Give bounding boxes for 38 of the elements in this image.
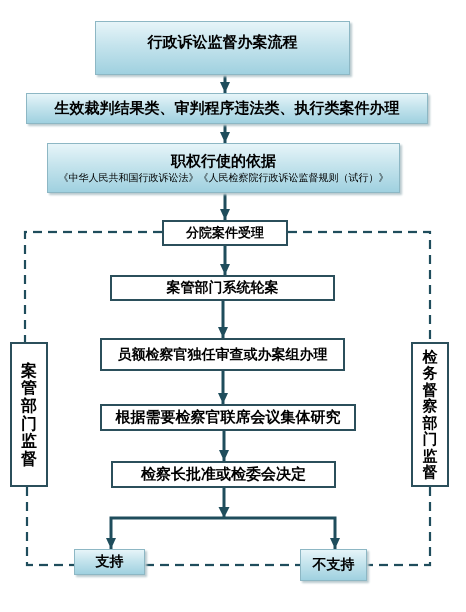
process-box [100, 404, 356, 431]
box-heading: 职权行使的依据 [171, 152, 276, 170]
supervision-box [411, 342, 449, 487]
dashed-connector [24, 230, 162, 342]
dashed-connector [367, 487, 432, 566]
process-box [110, 275, 335, 301]
result-box [300, 549, 367, 581]
process-box [47, 143, 400, 193]
supervision-box [10, 342, 48, 487]
arrow [220, 246, 230, 275]
arrow [220, 75, 230, 93]
step-label: 行政诉讼监督办案流程 [148, 32, 298, 52]
process-box [100, 338, 345, 371]
step-label: 根据需要检察官联席会议集体研究 [116, 408, 340, 427]
step-label: 支持 [96, 553, 124, 571]
split-arrowhead [218, 507, 230, 518]
process-box [111, 461, 336, 488]
header-box [95, 21, 350, 75]
vertical-label: 案管部门监督 [21, 362, 37, 468]
vertical-label: 检务督察部门监督 [422, 348, 438, 480]
step-label: 员额检察官独任审查或办案组办理 [118, 346, 328, 364]
arrow [219, 431, 229, 461]
arrow [220, 193, 230, 220]
step-label: 分院案件受理 [186, 224, 264, 242]
dashed-connector [145, 564, 300, 566]
process-box [162, 220, 288, 246]
dashed-connector [26, 487, 74, 566]
box-text: 《中华人民共和国行政诉讼法》《人民检察院行政诉讼监督规则（试行）》 [58, 172, 388, 184]
dashed-connector [288, 230, 432, 342]
step-label: 检察长批准或检委会决定 [141, 465, 306, 484]
result-box [74, 549, 145, 575]
process-box [26, 93, 428, 124]
arrow [218, 301, 228, 338]
arrow [218, 371, 228, 404]
arrow [220, 124, 230, 143]
step-label: 生效裁判结果类、审判程序违法类、执行类案件办理 [54, 99, 400, 118]
step-label: 不支持 [312, 556, 354, 574]
step-label: 案管部门系统轮案 [166, 279, 278, 297]
